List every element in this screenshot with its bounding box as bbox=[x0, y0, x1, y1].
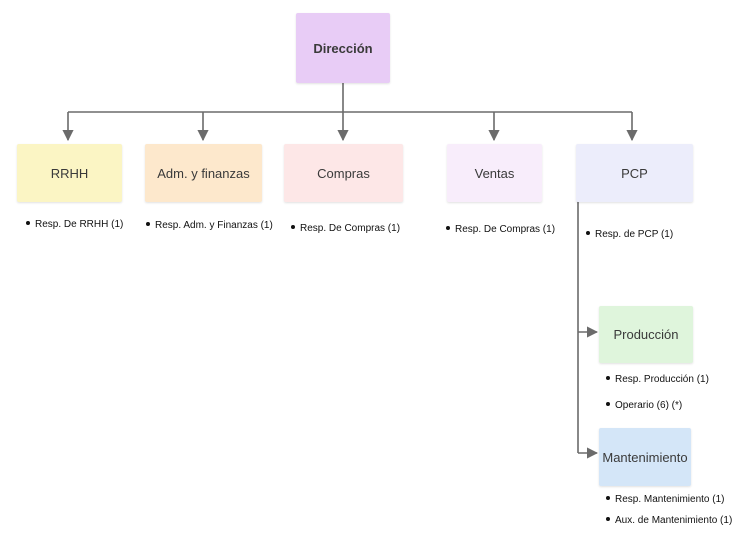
bullet-icon bbox=[586, 230, 590, 235]
node-compras: Compras bbox=[284, 144, 403, 202]
bullet-icon bbox=[26, 220, 30, 225]
resp-mantenimiento-1: Resp. Mantenimiento (1) bbox=[606, 494, 725, 505]
resp-mantenimiento-2-text: Aux. de Mantenimiento (1) bbox=[615, 515, 733, 526]
node-pcp-label: PCP bbox=[621, 165, 648, 181]
bullet-icon bbox=[606, 495, 610, 500]
node-adm-finanzas-label: Adm. y finanzas bbox=[157, 165, 250, 181]
bullet-icon bbox=[606, 401, 610, 406]
node-pcp: PCP bbox=[576, 144, 693, 202]
resp-produccion-2-text: Operario (6) (*) bbox=[615, 400, 683, 411]
node-ventas-label: Ventas bbox=[474, 165, 515, 181]
node-rrhh-label: RRHH bbox=[50, 165, 89, 181]
resp-produccion-1: Resp. Producción (1) bbox=[606, 374, 709, 385]
bullet-icon bbox=[606, 516, 610, 521]
node-ventas: Ventas bbox=[447, 144, 542, 202]
bullet-icon bbox=[146, 221, 150, 226]
resp-adm-text: Resp. Adm. y Finanzas (1) bbox=[155, 220, 273, 231]
resp-pcp-text: Resp. de PCP (1) bbox=[595, 229, 674, 240]
node-produccion-label: Producción bbox=[613, 327, 679, 342]
node-produccion: Producción bbox=[599, 306, 693, 363]
resp-produccion-2: Operario (6) (*) bbox=[606, 400, 682, 411]
resp-mantenimiento-1-text: Resp. Mantenimiento (1) bbox=[615, 494, 725, 505]
bullet-icon bbox=[446, 225, 450, 230]
node-direccion: Dirección bbox=[296, 13, 390, 83]
resp-rrhh: Resp. De RRHH (1) bbox=[26, 219, 123, 230]
bullet-icon bbox=[291, 224, 295, 229]
node-adm-finanzas: Adm. y finanzas bbox=[145, 144, 262, 202]
resp-adm: Resp. Adm. y Finanzas (1) bbox=[146, 220, 273, 231]
resp-ventas: Resp. De Compras (1) bbox=[446, 224, 555, 235]
node-direccion-label: Dirección bbox=[313, 40, 373, 56]
node-rrhh: RRHH bbox=[17, 144, 122, 202]
node-mantenimiento-label: Mantenimiento bbox=[602, 449, 688, 465]
bullet-icon bbox=[606, 375, 610, 380]
resp-compras: Resp. De Compras (1) bbox=[291, 223, 400, 234]
resp-rrhh-text: Resp. De RRHH (1) bbox=[35, 219, 124, 230]
resp-ventas-text: Resp. De Compras (1) bbox=[455, 224, 556, 235]
resp-produccion-1-text: Resp. Producción (1) bbox=[615, 374, 709, 385]
node-compras-label: Compras bbox=[317, 165, 370, 181]
resp-mantenimiento-2: Aux. de Mantenimiento (1) bbox=[606, 515, 732, 526]
node-mantenimiento: Mantenimiento bbox=[599, 428, 691, 486]
resp-compras-text: Resp. De Compras (1) bbox=[300, 223, 401, 234]
resp-pcp: Resp. de PCP (1) bbox=[586, 229, 673, 240]
